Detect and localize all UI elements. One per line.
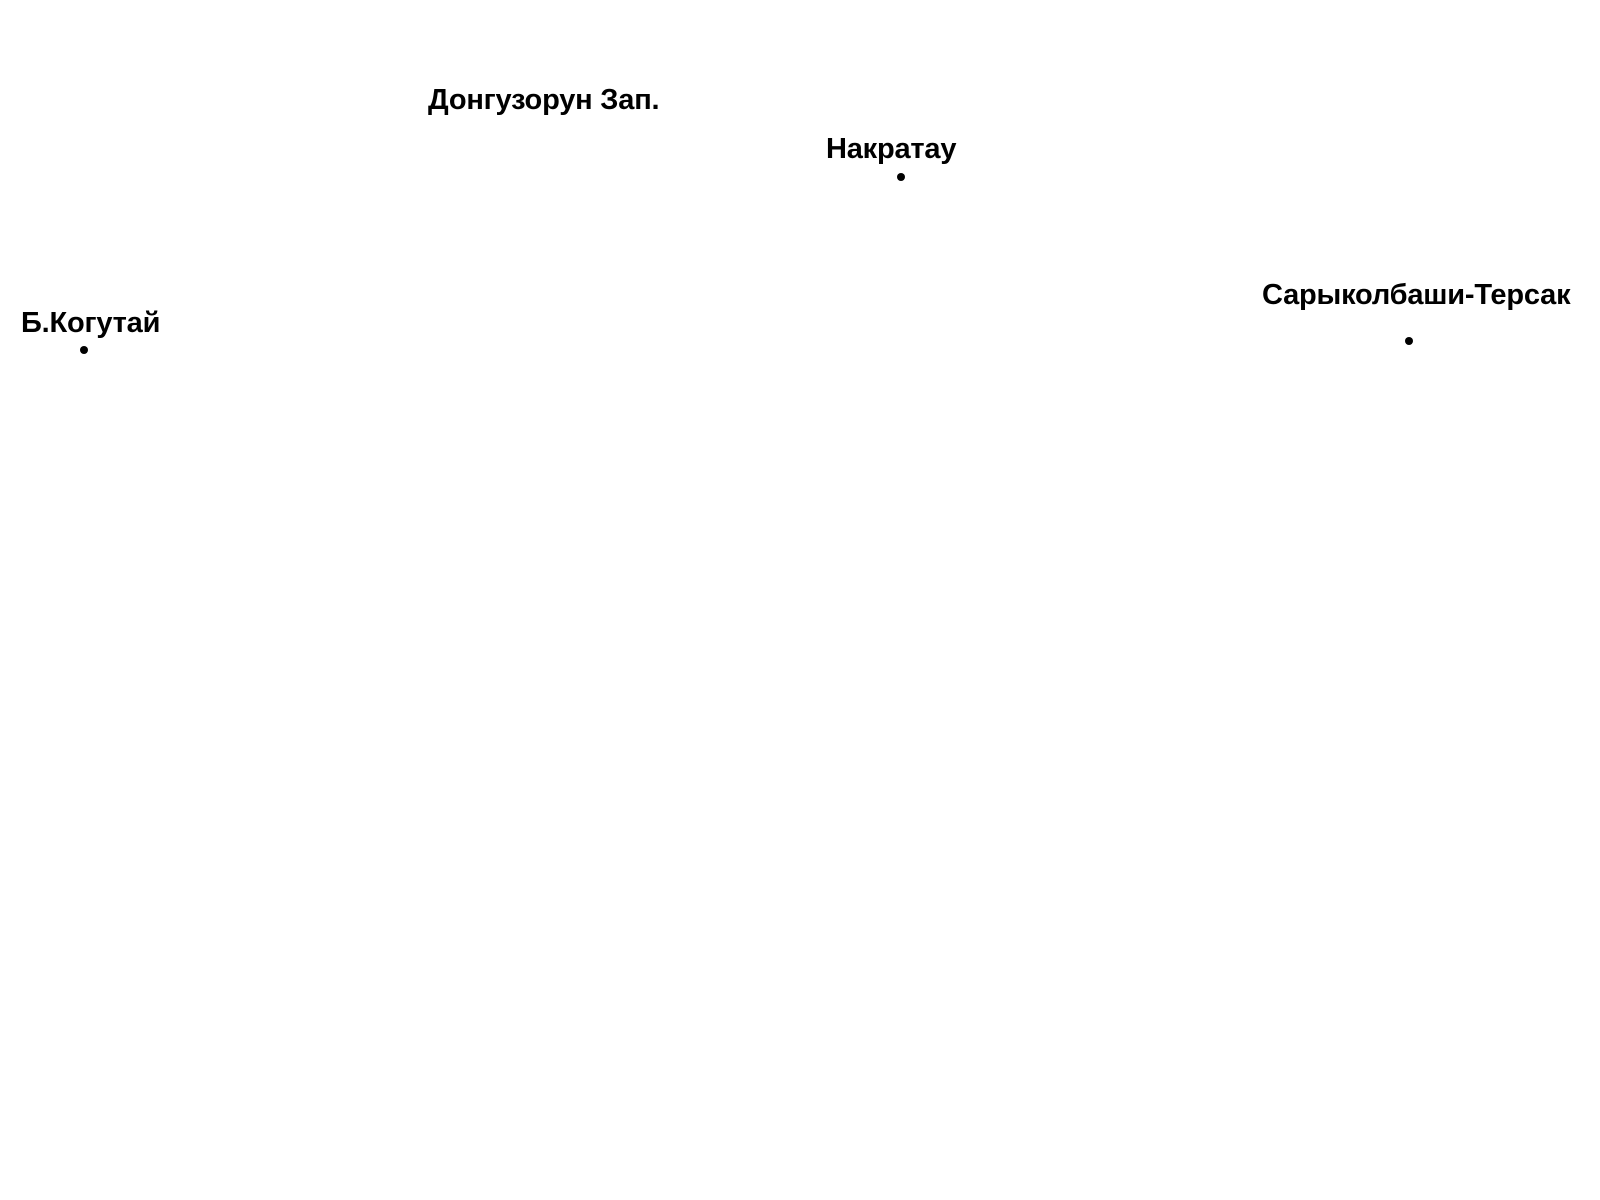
place-label-b-kogutai: Б.Когутай [21, 307, 161, 339]
place-marker-b-kogutai [80, 346, 88, 354]
place-label-dongguzorun-zap: Донгузорун Зап. [428, 84, 660, 116]
place-label-sarykolbashi-tersak: Сарыколбаши-Терсак [1262, 279, 1571, 311]
place-label-nakratau: Накратау [826, 133, 957, 165]
place-marker-nakratau [897, 173, 905, 181]
place-marker-sarykolbashi-tersak [1405, 337, 1413, 345]
